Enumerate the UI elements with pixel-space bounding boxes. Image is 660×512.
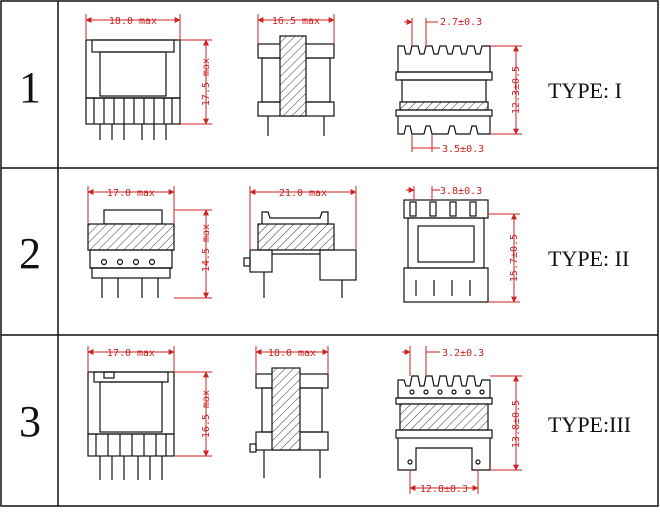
front-width-label: 18.0 max [109,16,157,27]
row-3-top-view [395,375,493,471]
row-1-top-dims [404,18,522,152]
front-width-label: 17.0 max [107,348,155,359]
side-width-label: 21.0 max [279,188,327,199]
front-width-label: 17.0 max [107,188,155,199]
type-label: TYPE:III [548,412,631,437]
row-2-top-view [403,199,489,303]
row-3-top-dims [402,346,522,494]
row-number: 1 [19,63,41,112]
front-height-label: 14.5 max [201,224,212,272]
side-width-label: 16.5 max [272,16,320,27]
pin-pitch-label: 3.8±0.3 [440,186,482,197]
row-3-front-view [87,371,175,480]
top-height-label: 15.7±0.5 [509,234,520,282]
bottom-spacing-label: 12.8±0.3 [420,484,468,495]
row-2-front-dims [87,186,212,299]
row-3-front-dims [87,346,212,457]
side-width-label: 18.0 max [268,348,316,359]
front-height-label: 16.5 max [201,390,212,438]
row-2-top-dims [406,186,520,303]
pin-pitch-label: 2.7±0.3 [440,17,482,28]
top-height-label: 13.8±0.5 [511,400,522,448]
front-height-label: 17.5 max [201,58,212,106]
row-3-side-dims [255,346,329,374]
row-1-top-view [395,45,493,135]
row-2-front-view [87,209,175,298]
row-number: 3 [19,397,41,446]
row-2-side-dims [249,186,357,250]
row-1-side-dims [257,14,335,44]
row-3: 3 17.0 max 16.5 max [19,346,631,495]
row-1-front-dims [85,14,212,125]
type-label: TYPE: I [548,78,622,103]
row-2: 2 17.0 max 14.5 max [19,186,629,303]
row-1-side-view [257,35,335,136]
top-height-label: 12.3±0.5 [511,66,522,114]
pin-pitch-label: 3.2±0.3 [442,348,484,359]
row-3-side-view [249,367,329,478]
type-label: TYPE: II [548,246,629,271]
row-2-side-view [243,211,357,298]
row-1: 1 18.0 max 17.5 max [19,14,622,155]
row-number: 2 [19,229,41,278]
row-1-front-view [85,39,181,140]
bottom-spacing-label: 3.5±0.3 [442,144,484,155]
